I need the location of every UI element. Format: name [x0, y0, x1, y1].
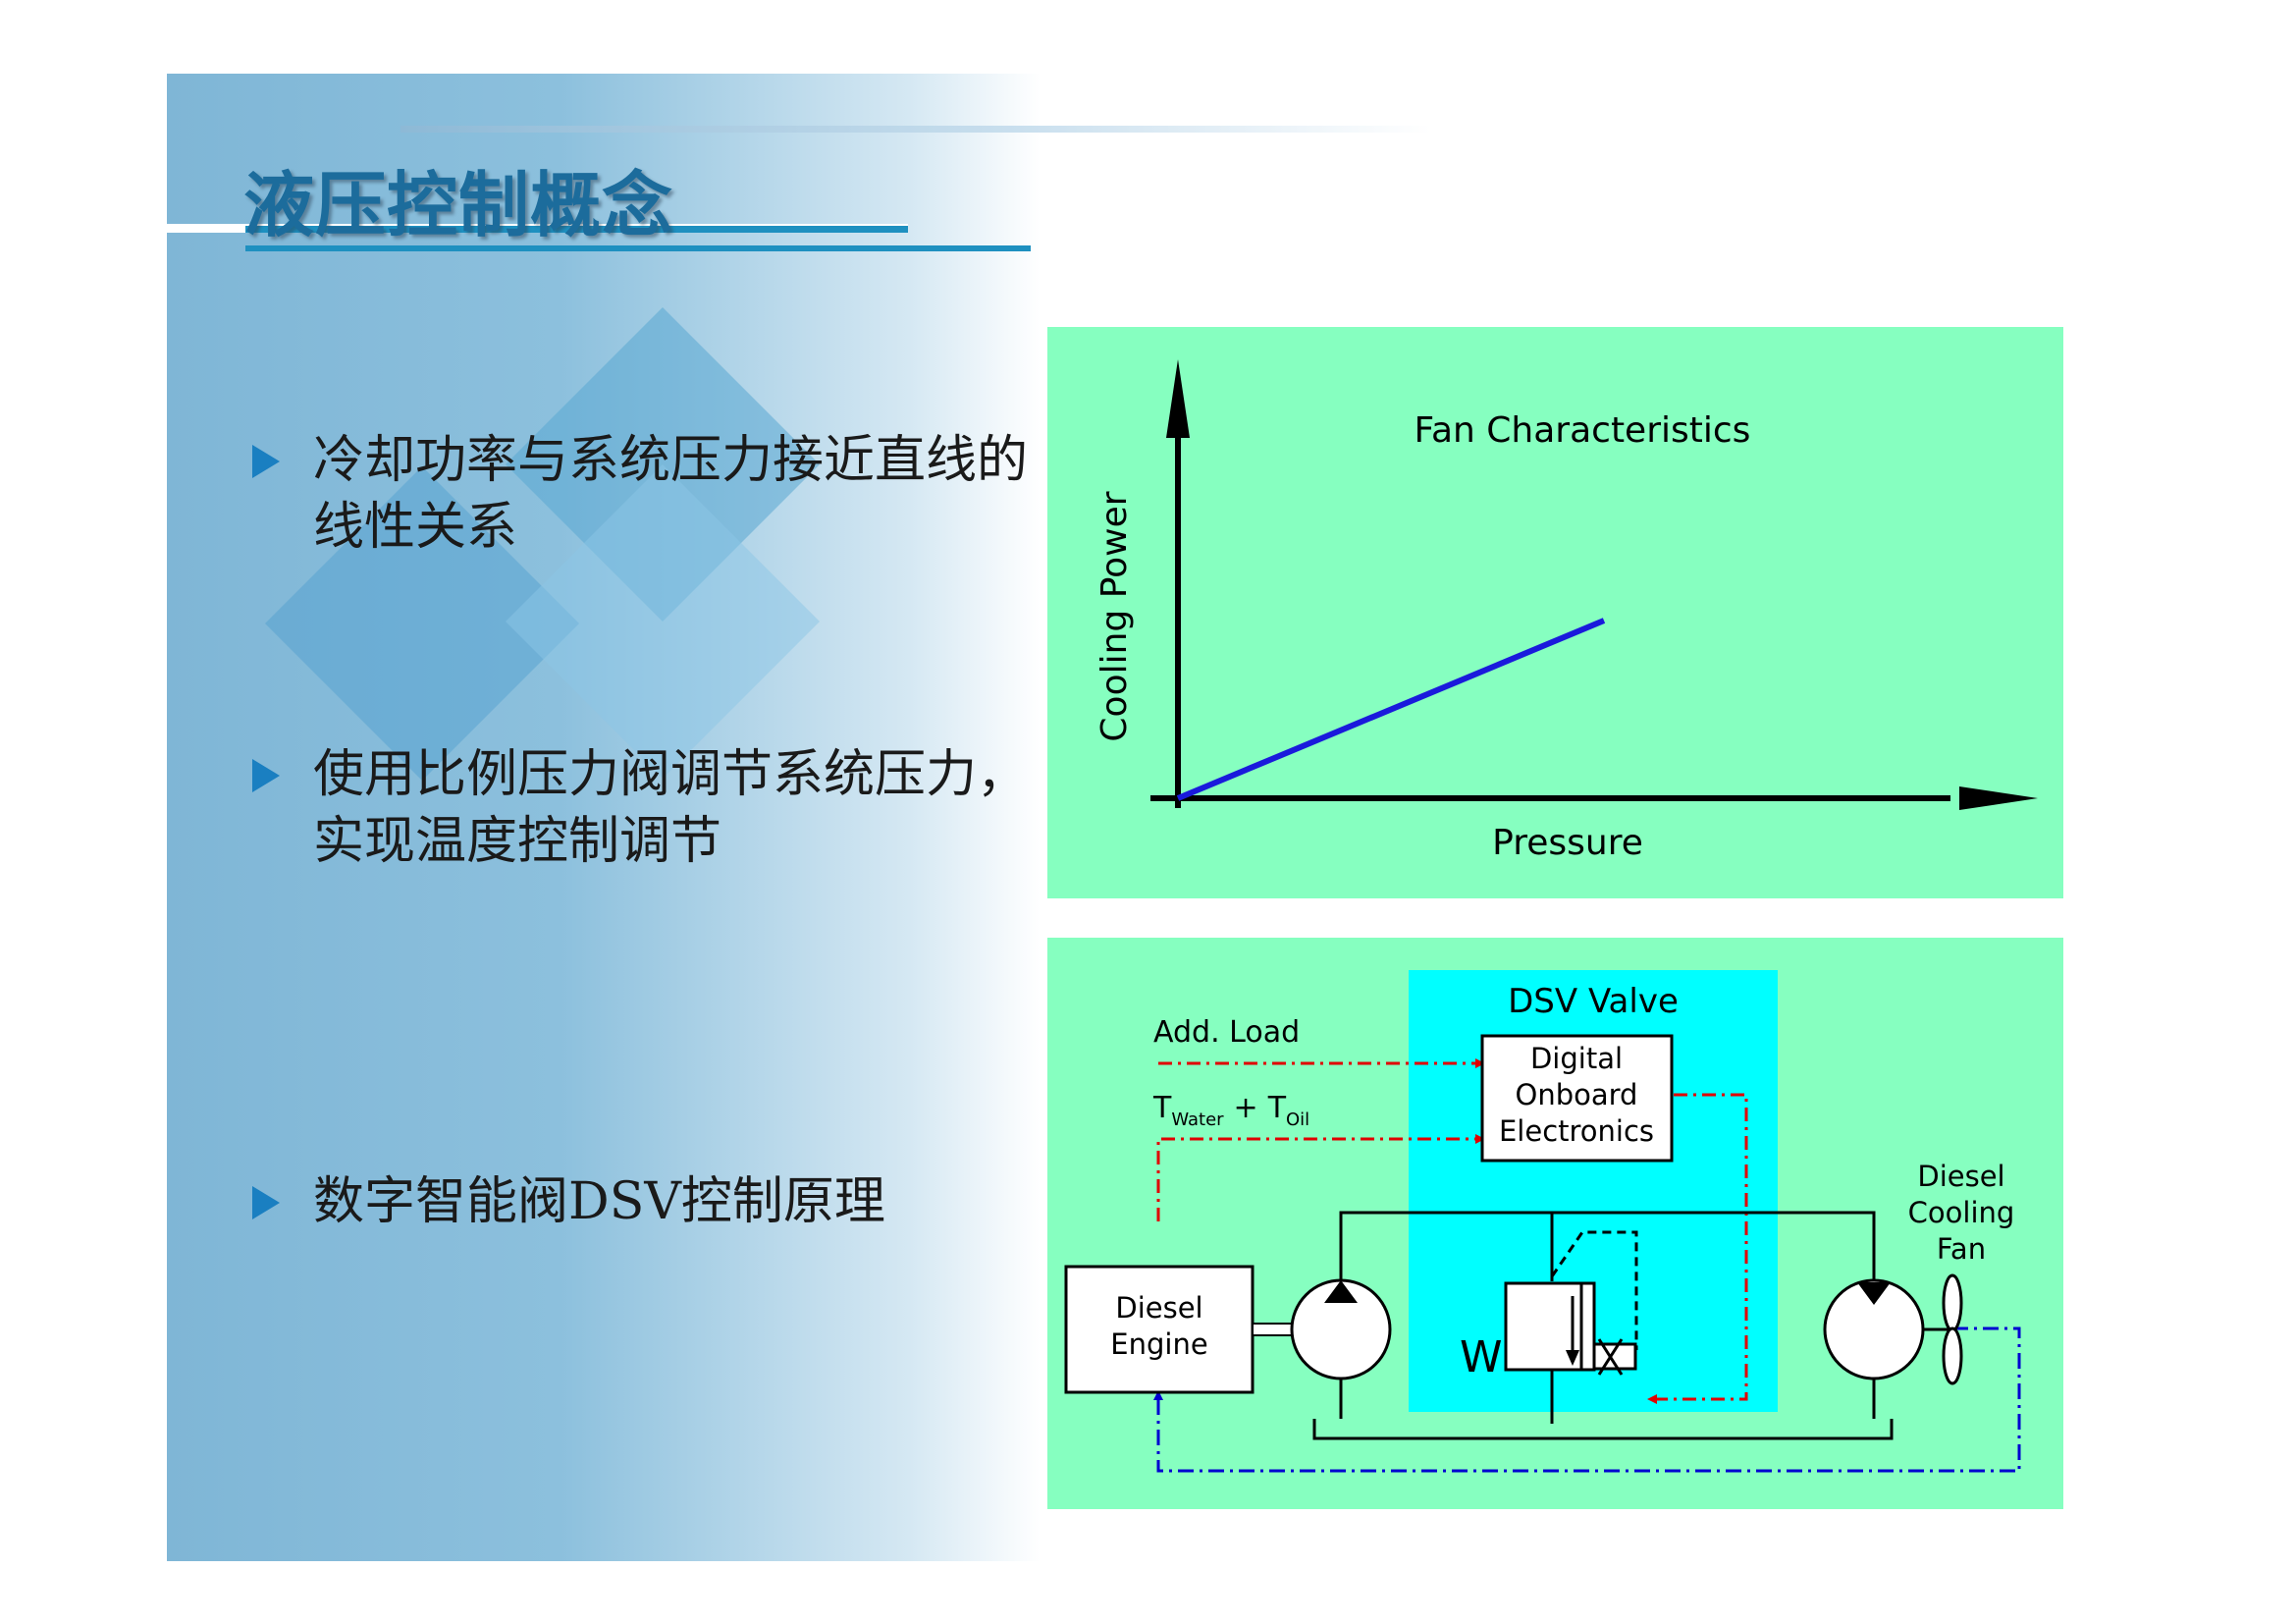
- dsv-valve-title: DSV Valve: [1508, 982, 1679, 1021]
- electronics-label-line: Onboard: [1516, 1078, 1638, 1111]
- proportional-valve-icon: [1504, 1281, 1596, 1372]
- bullet-arrow-icon: [252, 1186, 280, 1219]
- valve-flow-arrow-icon: [1566, 1350, 1579, 1366]
- tank-return-line: [1312, 1419, 1894, 1440]
- fan-label-line: Cooling: [1908, 1196, 2015, 1229]
- bullet-arrow-icon: [252, 445, 280, 478]
- add-load-label: Add. Load: [1153, 1015, 1300, 1050]
- diamond-decoration: [265, 307, 820, 781]
- engine-label-line: Engine: [1110, 1327, 1207, 1361]
- bullet-text: 冷却功率与系统压力接近直线的线性关系: [313, 431, 1029, 557]
- bullet-arrow-icon: [252, 759, 280, 792]
- temperature-label: TWater+TOil: [1152, 1091, 1309, 1130]
- x-axis-arrow-icon: [1959, 786, 2038, 810]
- bullet-text: 使用比例压力阀调节系统压力，实现温度控制调节: [313, 745, 1029, 871]
- title-underline-lower: [245, 245, 1031, 251]
- fan-characteristic-series-line: [1176, 618, 1606, 801]
- fan-blade-icon: [1942, 1273, 1963, 1385]
- page-title: 液压控制概念: [243, 164, 674, 246]
- chart-title: Fan Characteristics: [1415, 410, 1751, 451]
- fan-characteristics-chart: Fan Characteristics Pressure Cooling Pow…: [1095, 359, 2038, 863]
- bullet-text: 数字智能阀DSV控制原理: [313, 1172, 885, 1231]
- electronics-label-line: Digital: [1530, 1042, 1623, 1075]
- y-axis-arrow-icon: [1166, 359, 1190, 438]
- diesel-engine-box: [1064, 1265, 1255, 1394]
- title-underline: [245, 226, 908, 233]
- sidebar-background: [167, 74, 1041, 1561]
- y-axis-label: Cooling Power: [1095, 491, 1135, 741]
- digital-onboard-electronics-box: [1480, 1034, 1674, 1163]
- electronics-label-line: Electronics: [1499, 1114, 1654, 1148]
- dsv-diagram: DSV Valve Add. Load TWater+TOil Digital …: [1064, 970, 2021, 1473]
- engine-pump-shaft: [1252, 1323, 1293, 1336]
- x-axis-label: Pressure: [1492, 823, 1643, 863]
- fan-characteristics-panel: Fan Characteristics Pressure Cooling Pow…: [1047, 327, 2063, 898]
- solenoid-cross: [1597, 1338, 1624, 1376]
- fan-feedback-line: [1153, 1326, 2021, 1473]
- valve-control-signal-line: [1647, 1093, 1748, 1404]
- title-top-line: [400, 126, 1431, 133]
- motor-direction-icon: [1857, 1282, 1891, 1305]
- pressure-line: [1339, 1211, 1876, 1280]
- pilot-line: [1550, 1230, 1638, 1350]
- pump-direction-icon: [1324, 1280, 1358, 1303]
- dsv-diagram-panel: DSV Valve Add. Load TWater+TOil Digital …: [1047, 938, 2063, 1509]
- spring-icon: W: [1460, 1332, 1503, 1382]
- fan-label-line: Diesel: [1917, 1160, 2004, 1193]
- fan-label-line: Fan: [1937, 1232, 1986, 1266]
- engine-label-line: Diesel: [1115, 1291, 1202, 1325]
